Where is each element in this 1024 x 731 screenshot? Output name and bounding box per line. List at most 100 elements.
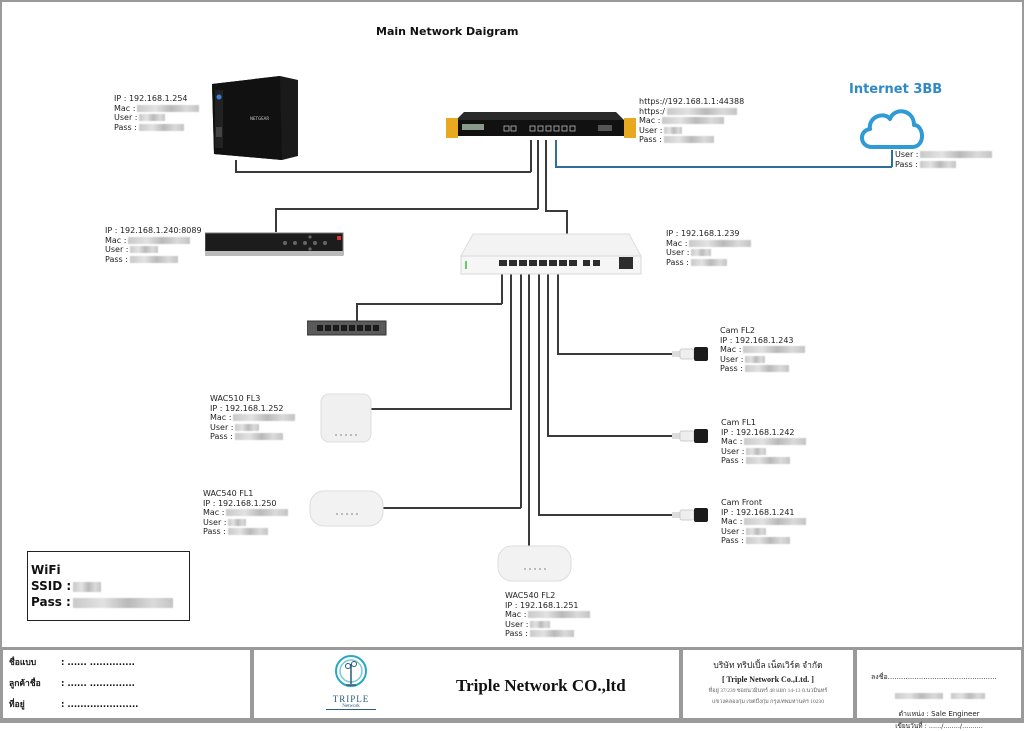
wac510-fl3-user-label: User :	[210, 422, 234, 432]
wac540-fl2-user-label: User :	[505, 619, 529, 629]
core-switch-user-label: User :	[666, 248, 690, 258]
customer-value: : ...... ..............	[61, 679, 135, 689]
cam-fl1-ip: IP : 192.168.1.242	[721, 427, 795, 437]
company-cell: TRIPLE Network Triple Network CO.,ltd	[254, 650, 679, 718]
cam-front-pass-label: Pass :	[721, 536, 744, 546]
core-switch-info: IP : 192.168.1.239 Mac : User : Pass :	[666, 229, 752, 267]
nas-ip: IP : 192.168.1.254	[114, 94, 188, 103]
router-url2-label: https:/	[639, 106, 665, 116]
cam-front-user-label: User :	[721, 526, 745, 536]
wac540-fl2-icon[interactable]	[497, 545, 572, 583]
project-label: ชื่อแบบ	[9, 658, 37, 668]
cam-fl2-mac-label: Mac :	[720, 345, 742, 355]
logo-sub: Network	[326, 704, 376, 710]
customer-label: ลูกค้าชื่อ	[9, 679, 41, 689]
cam-fl2-user-label: User :	[720, 354, 744, 364]
wac540-fl1-icon[interactable]	[309, 490, 384, 528]
svg-text:NETGEAR: NETGEAR	[250, 116, 269, 121]
router-mac-label: Mac :	[639, 116, 661, 126]
signature-line: ลงชื่อ..................................…	[871, 673, 997, 681]
wac510-fl3-mac-label: Mac :	[210, 413, 232, 423]
nvr-device-icon[interactable]	[204, 231, 345, 257]
internet-user-label: User :	[895, 150, 919, 159]
nas-info: IP : 192.168.1.254 Mac : User : Pass :	[114, 94, 200, 132]
nvr-info: IP : 192.168.1.240:8089 Mac : User : Pas…	[105, 226, 202, 264]
project-value: : ...... ..............	[61, 658, 135, 668]
signature-cell: ลงชื่อ..................................…	[857, 650, 1021, 730]
nas-pass-label: Pass :	[114, 122, 137, 132]
company-thai-name: บริษัท ทริปเปิ้ล เน็ตเวิร์ค จำกัด	[713, 660, 823, 670]
router-device-icon[interactable]	[446, 106, 636, 142]
address-value: : ......................	[61, 700, 139, 710]
wac540-fl2-mac-label: Mac :	[505, 610, 527, 620]
wac540-fl1-pass-label: Pass :	[203, 527, 226, 537]
title-block-footer: ชื่อแบบ : ...... .............. ลูกค้าชื่…	[0, 647, 1024, 730]
position-text: ตำแหน่ง : Sale Engineer	[898, 710, 980, 718]
cam-front-mac-label: Mac :	[721, 517, 743, 527]
cam-fl2-icon[interactable]	[670, 345, 710, 363]
desktop-switch-icon[interactable]	[306, 320, 387, 336]
cam-fl2-name: Cam FL2	[720, 326, 755, 335]
cloud-icon[interactable]	[856, 101, 926, 153]
company-address-cell: บริษัท ทริปเปิ้ล เน็ตเวิร์ค จำกัด [ Trip…	[683, 650, 853, 718]
nvr-user-label: User :	[105, 245, 129, 255]
core-switch-pass-label: Pass :	[666, 257, 689, 267]
address-label: ที่อยู่	[9, 700, 25, 710]
wac540-fl2-ip: IP : 192.168.1.251	[505, 600, 579, 610]
company-name: Triple Network CO.,ltd	[456, 676, 626, 695]
wifi-credentials-box: WiFi SSID : Pass :	[27, 551, 190, 621]
nas-user-label: User :	[114, 113, 138, 123]
wifi-ssid-label: SSID :	[31, 579, 72, 593]
wifi-pass-label: Pass :	[31, 595, 71, 609]
page-title: Main Network Daigram	[376, 25, 519, 38]
wac540-fl2-info: WAC540 FL2 IP : 192.168.1.251 Mac : User…	[505, 591, 591, 639]
wac510-fl3-info: WAC510 FL3 IP : 192.168.1.252 Mac : User…	[210, 394, 296, 442]
cam-fl1-name: Cam FL1	[721, 418, 756, 427]
internet-label: Internet 3BB	[849, 82, 943, 97]
wac540-fl1-user-label: User :	[203, 517, 227, 527]
wac540-fl1-mac-label: Mac :	[203, 508, 225, 518]
cam-fl1-pass-label: Pass :	[721, 456, 744, 466]
cam-fl1-icon[interactable]	[670, 427, 710, 445]
cam-front-icon[interactable]	[670, 506, 710, 524]
cam-fl2-info: Cam FL2 IP : 192.168.1.243 Mac : User : …	[720, 326, 806, 374]
nas-device-icon[interactable]: NETGEAR	[210, 72, 302, 162]
cam-fl1-info: Cam FL1 IP : 192.168.1.242 Mac : User : …	[721, 418, 807, 466]
wac540-fl1-info: WAC540 FL1 IP : 192.168.1.250 Mac : User…	[203, 489, 289, 537]
core-switch-mac-label: Mac :	[666, 238, 688, 248]
cam-fl1-user-label: User :	[721, 446, 745, 456]
wac540-fl1-ip: IP : 192.168.1.250	[203, 498, 277, 508]
core-switch-ip: IP : 192.168.1.239	[666, 229, 740, 238]
core-switch-icon[interactable]	[459, 232, 644, 276]
cam-fl2-ip: IP : 192.168.1.243	[720, 335, 794, 345]
nvr-ip: IP : 192.168.1.240:8089	[105, 226, 202, 235]
nvr-mac-label: Mac :	[105, 235, 127, 245]
internet-pass-label: Pass :	[895, 159, 918, 169]
cam-front-info: Cam Front IP : 192.168.1.241 Mac : User …	[721, 498, 807, 546]
router-info: https://192.168.1.1:44388 https:/ Mac : …	[639, 97, 744, 145]
wifi-title: WiFi	[31, 563, 61, 577]
router-pass-label: Pass :	[639, 135, 662, 145]
wac540-fl2-name: WAC540 FL2	[505, 591, 556, 600]
company-address-line1: ที่อยู่ 37/239 ซอยนวมินทร์ 48 แยก 14-13 …	[708, 688, 828, 694]
logo-name: TRIPLE	[332, 694, 370, 704]
nas-mac-label: Mac :	[114, 103, 136, 113]
wac510-fl3-pass-label: Pass :	[210, 432, 233, 442]
internet-info: User : Pass :	[895, 150, 993, 169]
company-logo: TRIPLE Network	[326, 654, 376, 716]
cam-front-ip: IP : 192.168.1.241	[721, 507, 795, 517]
company-address-line2: แขวงคลองกุ่ม เขตบึงกุ่ม กรุงเทพมหานคร 10…	[711, 699, 825, 705]
cam-fl2-pass-label: Pass :	[720, 364, 743, 374]
wac540-fl2-pass-label: Pass :	[505, 629, 528, 639]
cam-fl1-mac-label: Mac :	[721, 437, 743, 447]
router-url: https://192.168.1.1:44388	[639, 97, 745, 106]
wac540-fl1-name: WAC540 FL1	[203, 489, 254, 498]
router-user-label: User :	[639, 125, 663, 135]
wac510-fl3-ip: IP : 192.168.1.252	[210, 403, 284, 413]
wac510-fl3-name: WAC510 FL3	[210, 394, 261, 403]
cam-front-name: Cam Front	[721, 498, 763, 507]
nvr-pass-label: Pass :	[105, 254, 128, 264]
tree-logo-icon	[335, 655, 367, 687]
wac510-fl3-icon[interactable]	[320, 393, 372, 443]
company-english-name: [ Triple Network Co.,Ltd. ]	[722, 675, 814, 684]
